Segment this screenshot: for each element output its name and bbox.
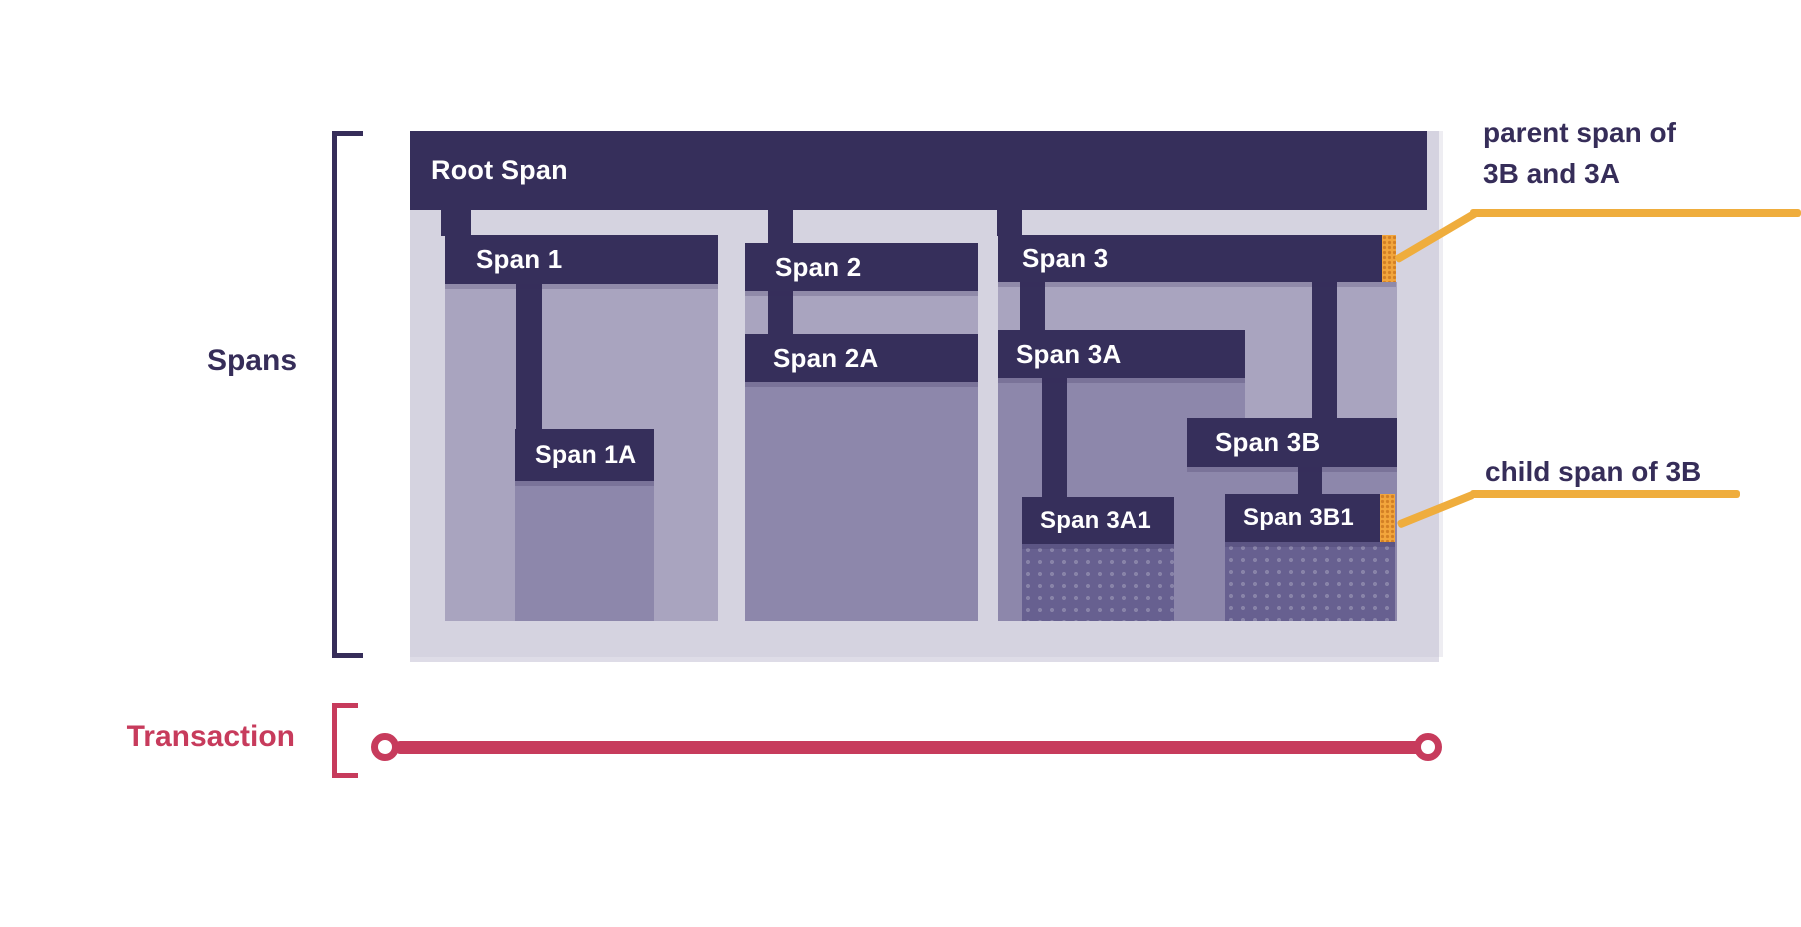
span-1a-body: [515, 481, 654, 621]
connector-root-to-span2: [768, 210, 793, 244]
connector-root-to-span3: [997, 210, 1022, 236]
span-1-label: Span 1: [476, 244, 563, 274]
connector-span3a-to-span3a1: [1042, 378, 1067, 498]
timeline-end-circle: [1414, 733, 1442, 761]
transaction-bracket-arm-top: [332, 703, 358, 708]
timeline-start-circle: [371, 733, 399, 761]
spans-bracket-arm-top: [332, 131, 363, 136]
transaction-label: Transaction: [126, 720, 295, 753]
annotation-parent-span-line1: parent span of: [1483, 117, 1676, 148]
span-3b1-child-marker: [1380, 494, 1395, 542]
connector-span3-to-span3a: [1020, 282, 1045, 331]
span-2a-body: [745, 382, 978, 621]
span-3a1-label: Span 3A1: [1040, 506, 1151, 534]
transaction-bracket-vertical: [332, 703, 337, 778]
parent-callout-line-horizontal: [1470, 209, 1801, 217]
span-3a1-body: [1022, 544, 1174, 621]
child-callout-line-horizontal: [1470, 490, 1740, 498]
span-3-parent-marker: [1382, 235, 1396, 282]
root-span-label: Root Span: [431, 155, 568, 185]
span-3b-bar: Span 3B: [1187, 418, 1397, 467]
span-1-bar: Span 1: [445, 235, 718, 284]
span-3a-label: Span 3A: [1016, 338, 1122, 369]
connector-span3-to-span3b: [1312, 282, 1337, 419]
span-3a-bar: Span 3A: [998, 330, 1245, 378]
spans-label: Spans: [206, 344, 297, 377]
span-3b-label: Span 3B: [1215, 427, 1321, 457]
spans-bracket-vertical: [332, 131, 337, 658]
spans-bracket-arm-bottom: [332, 653, 363, 658]
span-2-bar: Span 2: [745, 243, 978, 291]
connector-span1-to-span1a: [516, 284, 542, 430]
span-3-bar: Span 3: [998, 235, 1396, 282]
transaction-bracket-arm-bottom: [332, 773, 358, 778]
connector-root-to-span1: [441, 210, 471, 236]
span-2a-bar: Span 2A: [745, 334, 978, 382]
span-3-label: Span 3: [1022, 243, 1109, 273]
transaction-timeline: [396, 741, 1422, 754]
annotation-child-span: child span of 3B: [1485, 456, 1702, 487]
connector-span2-to-span2a: [768, 291, 793, 335]
span-3b1-label: Span 3B1: [1243, 504, 1354, 531]
annotation-parent-span: parent span of 3B and 3A: [1483, 112, 1676, 194]
span-2-label: Span 2: [775, 251, 862, 282]
annotation-parent-span-line2: 3B and 3A: [1483, 158, 1620, 189]
span-1a-bar: Span 1A: [515, 429, 654, 481]
span-3b1-body: [1225, 542, 1395, 621]
root-span-bar: Root Span: [410, 131, 1427, 210]
connector-span3b-to-span3b1: [1298, 467, 1322, 495]
span-1a-label: Span 1A: [535, 440, 637, 469]
span-3b1-bar: Span 3B1: [1225, 494, 1395, 542]
trace-container: Root Span Span 1 Span 2 Span 3 Span 1A S…: [410, 131, 1439, 657]
span-2a-label: Span 2A: [773, 342, 879, 373]
span-3a1-bar: Span 3A1: [1022, 497, 1174, 544]
